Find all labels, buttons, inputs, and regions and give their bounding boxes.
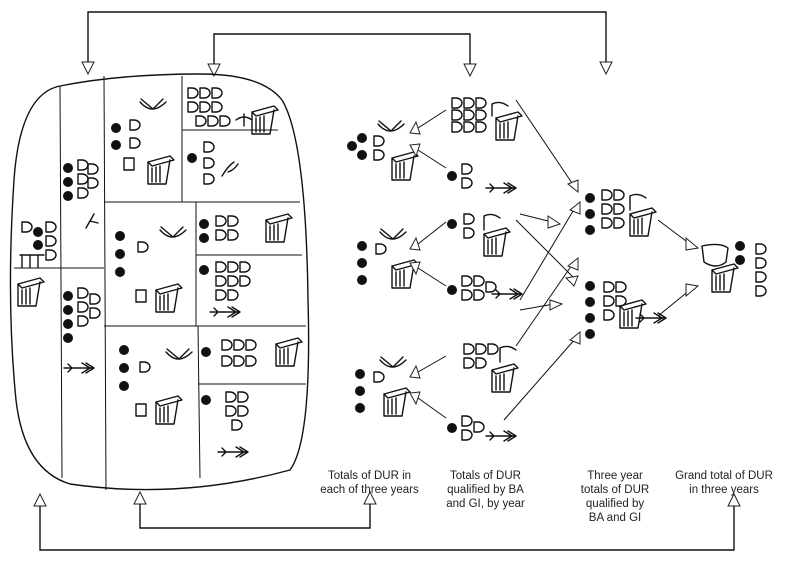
clay-tablet <box>9 73 310 491</box>
qualified-yearly <box>447 97 523 442</box>
caption-yearly-totals: Totals of DUR in each of three years <box>320 470 419 496</box>
connector-arrows <box>33 11 741 551</box>
caption-three-year-totals: Three year totals of DUR qualified by BA… <box>580 470 650 524</box>
flow-arrows <box>409 99 700 421</box>
three-year-totals <box>585 189 667 339</box>
yearly-totals <box>347 120 419 417</box>
grand-total <box>701 241 767 297</box>
tablet-signs <box>17 87 303 458</box>
caption-grand-total: Grand total of DUR in three years <box>675 470 773 496</box>
caption-qualified-by-year: Totals of DUR qualified by BA and GI, by… <box>446 470 525 510</box>
